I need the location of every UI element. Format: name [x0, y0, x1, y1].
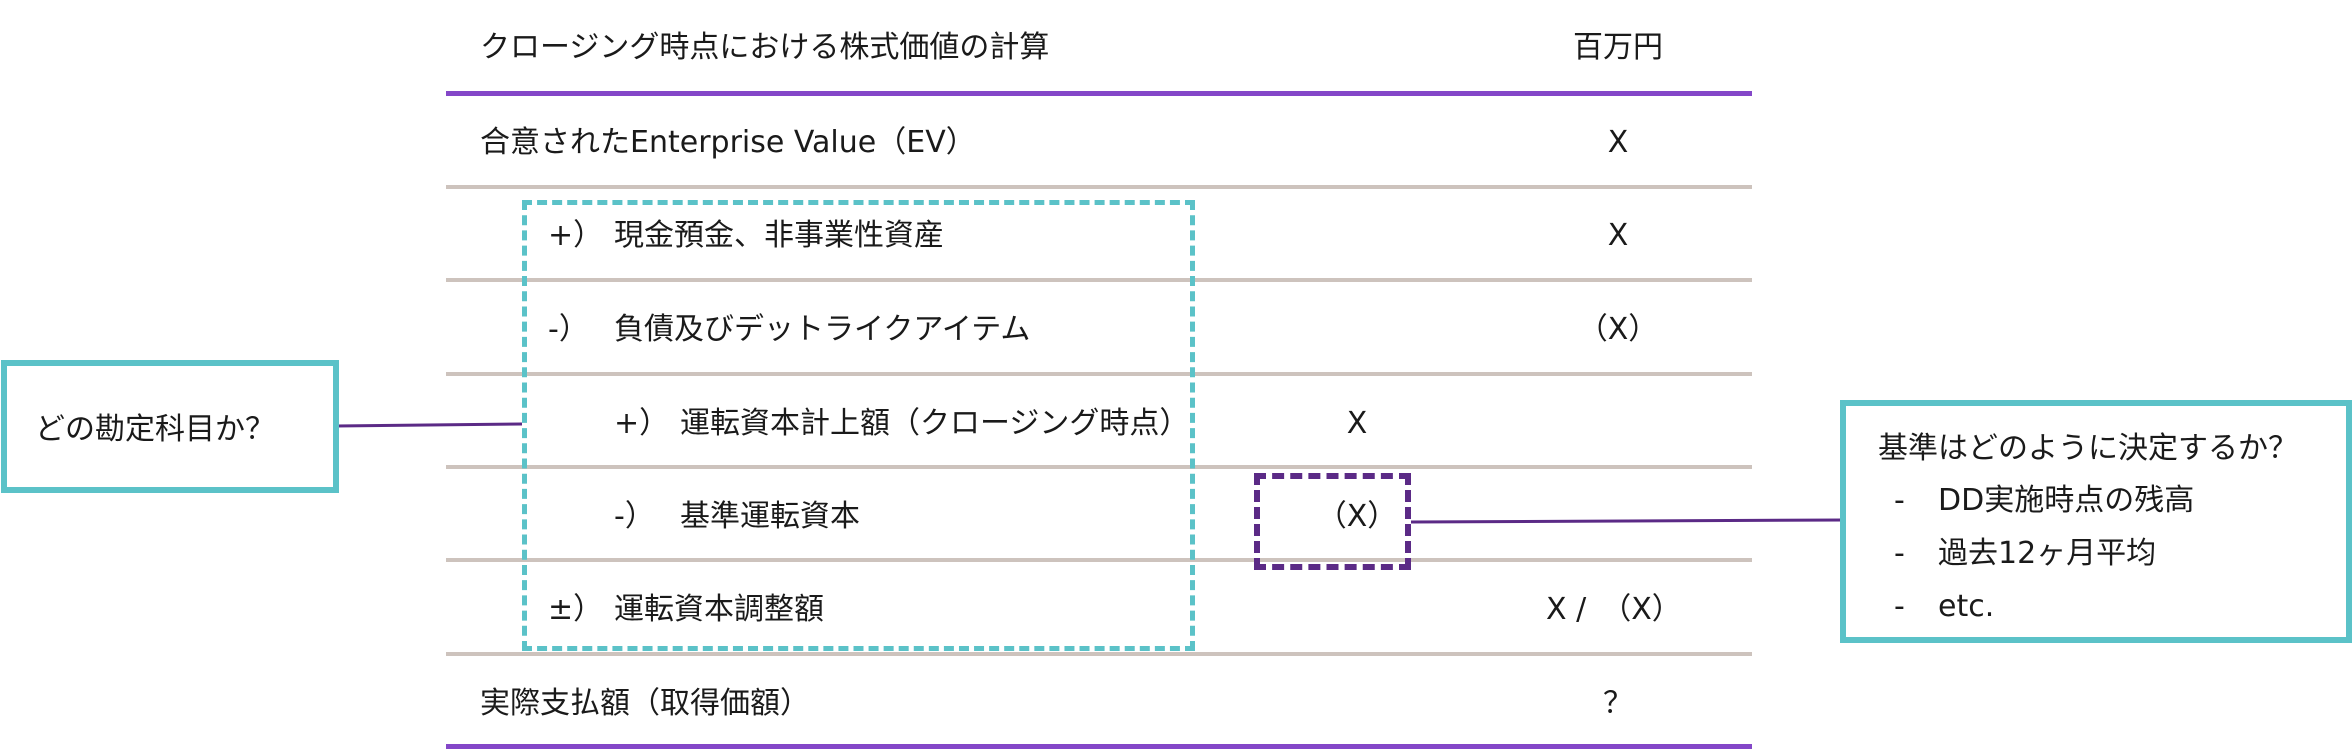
row-wc-adjust-label: 運転資本調整額 — [614, 592, 824, 627]
row-wc-closing-label: 運転資本計上額（クロージング時点） — [680, 406, 1190, 441]
row-wc-closing-subvalue: X — [1346, 406, 1368, 441]
target-wc-highlight — [1254, 473, 1411, 570]
row-ev-label: 合意されたEnterprise Value（EV） — [480, 125, 976, 160]
row-wc-target-subvalue: （X） — [1316, 499, 1398, 534]
table-title: クロージング時点における株式価値の計算 — [480, 30, 1050, 65]
row-wc-closing-sign: +） — [614, 406, 670, 441]
connector-right — [1410, 518, 1845, 524]
callout-account-text: どの勘定科目か？ — [35, 412, 275, 447]
row-divider — [446, 372, 1752, 376]
footer-rule — [446, 744, 1752, 749]
connector-left — [335, 422, 523, 428]
callout-item-etc: etc. — [1938, 589, 1995, 624]
callout-target-basis: 基準はどのように決定するか？ - DD実施時点の残高 - 過去12ヶ月平均 - … — [1840, 400, 2352, 643]
unit-label: 百万円 — [1573, 30, 1663, 65]
row-wc-adjust-sign: ±） — [548, 592, 604, 627]
header-rule — [446, 91, 1752, 96]
row-cash-value: X — [1607, 218, 1629, 253]
row-debt-sign: -） — [548, 312, 589, 347]
callout-bullet: - — [1894, 589, 1905, 624]
row-divider — [446, 558, 1752, 562]
row-debt-label: 負債及びデットライクアイテム — [614, 312, 1031, 347]
row-divider — [446, 465, 1752, 469]
row-wc-target-label: 基準運転資本 — [680, 499, 860, 534]
row-cash-label: 現金預金、非事業性資産 — [614, 218, 944, 253]
row-payment-value: ？ — [1603, 686, 1633, 721]
row-wc-adjust-value: X / （X） — [1546, 592, 1682, 627]
row-divider — [446, 278, 1752, 282]
callout-item-12m-average: 過去12ヶ月平均 — [1938, 536, 2157, 571]
row-debt-value: （X） — [1577, 312, 1659, 347]
adjustment-items-highlight — [522, 200, 1195, 651]
row-payment-label: 実際支払額（取得価額） — [480, 686, 810, 721]
callout-target-basis-title: 基準はどのように決定するか？ — [1878, 431, 2298, 466]
callout-item-dd-balance: DD実施時点の残高 — [1938, 483, 2195, 518]
row-ev-value: X — [1607, 125, 1629, 160]
callout-account: どの勘定科目か？ — [1, 360, 339, 493]
row-divider — [446, 185, 1752, 189]
row-cash-sign: +） — [548, 218, 604, 253]
callout-bullet: - — [1894, 536, 1905, 571]
callout-bullet: - — [1894, 483, 1905, 518]
row-wc-target-sign: -） — [614, 499, 655, 534]
row-divider — [446, 652, 1752, 656]
